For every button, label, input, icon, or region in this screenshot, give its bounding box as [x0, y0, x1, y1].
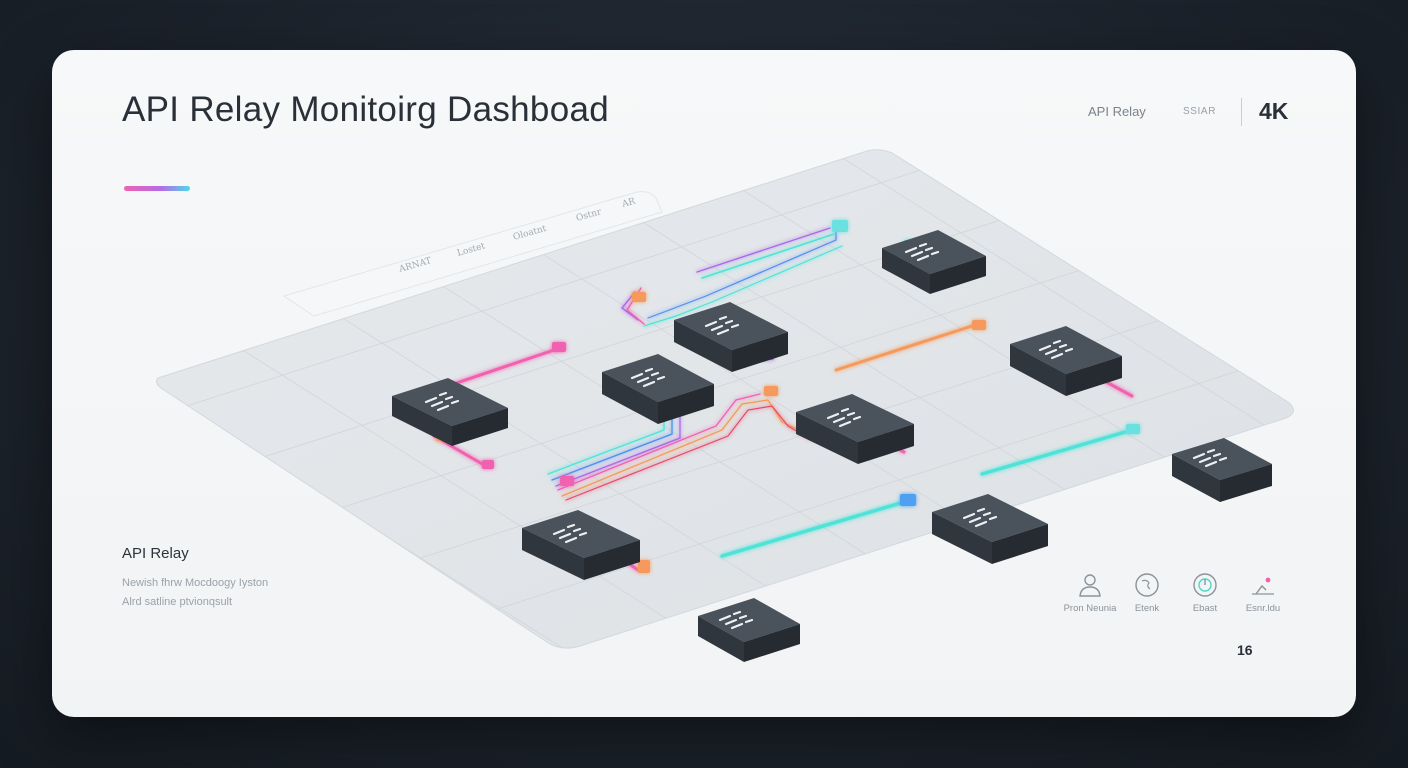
person-icon — [1079, 574, 1101, 597]
board-tab-label: AR — [620, 197, 637, 211]
legend-item-globe[interactable]: Etenk — [1112, 572, 1182, 614]
info-description: Alrd satline ptvionqsult — [122, 596, 233, 608]
relay-node[interactable] — [602, 354, 714, 424]
header-link-secondary[interactable]: SSIAR — [1183, 106, 1217, 117]
signal-icon — [1252, 577, 1274, 595]
connection-line — [701, 233, 835, 279]
vent-icon — [718, 610, 754, 630]
legend-item-gauge[interactable]: Ebast — [1170, 572, 1240, 614]
vent-icon — [630, 367, 666, 388]
vent-icon — [1192, 448, 1228, 468]
relay-node[interactable] — [932, 494, 1048, 564]
board-tab-strip: ARNAT Lostet Oloatnt Ostnr AR — [282, 191, 663, 317]
connector-port — [832, 220, 848, 232]
connector-port — [1126, 424, 1140, 434]
legend-item-signal[interactable]: Esnr.ldu — [1228, 572, 1298, 614]
connection-line — [834, 324, 974, 372]
legend-item-person[interactable]: Pron Neunia — [1055, 572, 1125, 614]
header-link-api-relay[interactable]: API Relay — [1088, 104, 1146, 119]
page-title: API Relay Monitoirg Dashboad — [122, 90, 609, 129]
connection-line — [620, 291, 639, 321]
connector-port — [632, 292, 646, 302]
vent-icon — [704, 315, 740, 336]
relay-node[interactable] — [698, 598, 800, 662]
connector-port — [972, 320, 986, 330]
relay-node[interactable] — [522, 510, 640, 580]
connector-port — [560, 476, 574, 486]
header-divider — [1241, 98, 1242, 126]
page-number: 16 — [1237, 642, 1253, 658]
gauge-icon — [1193, 573, 1217, 597]
connection-line — [557, 393, 761, 491]
vent-icon — [904, 242, 940, 262]
dashboard-card: ARNAT Lostet Oloatnt Ostnr AR — [52, 50, 1356, 717]
relay-node[interactable] — [1010, 326, 1122, 396]
relay-node[interactable] — [882, 230, 986, 294]
connection-line — [720, 500, 906, 558]
resolution-badge: 4K — [1259, 98, 1289, 124]
legend-label: Etenk — [1134, 603, 1160, 614]
info-title: API Relay — [122, 545, 189, 562]
connector-port — [482, 460, 494, 469]
relay-node[interactable] — [674, 302, 788, 372]
relay-node[interactable] — [1172, 438, 1272, 502]
legend-label: Ebast — [1192, 603, 1218, 614]
connection-line — [696, 227, 831, 273]
relay-node[interactable] — [796, 394, 914, 464]
relay-network-diagram: ARNAT Lostet Oloatnt Ostnr AR — [156, 149, 1294, 662]
connector-port — [552, 342, 566, 352]
info-description: Newish fhrw Mocdoogy Iyston — [122, 577, 269, 589]
connector-port — [638, 560, 650, 570]
connection-line — [643, 245, 843, 327]
vent-icon — [552, 523, 588, 544]
connector-port — [764, 386, 778, 396]
connector-port — [900, 494, 916, 506]
relay-node[interactable] — [392, 378, 508, 446]
title-accent-bar — [124, 186, 190, 191]
vent-icon — [962, 507, 998, 528]
connection-line — [647, 227, 837, 319]
legend-label: Pron Neunia — [1063, 603, 1117, 614]
vent-icon — [424, 391, 460, 412]
vent-icon — [826, 407, 862, 428]
connection-line — [980, 428, 1134, 476]
network-board — [156, 149, 1294, 649]
relay-nodes — [392, 230, 1272, 662]
vent-icon — [1038, 339, 1074, 360]
connection-line — [565, 405, 813, 501]
globe-icon — [1135, 573, 1159, 597]
legend-label: Esnr.ldu — [1245, 603, 1281, 614]
